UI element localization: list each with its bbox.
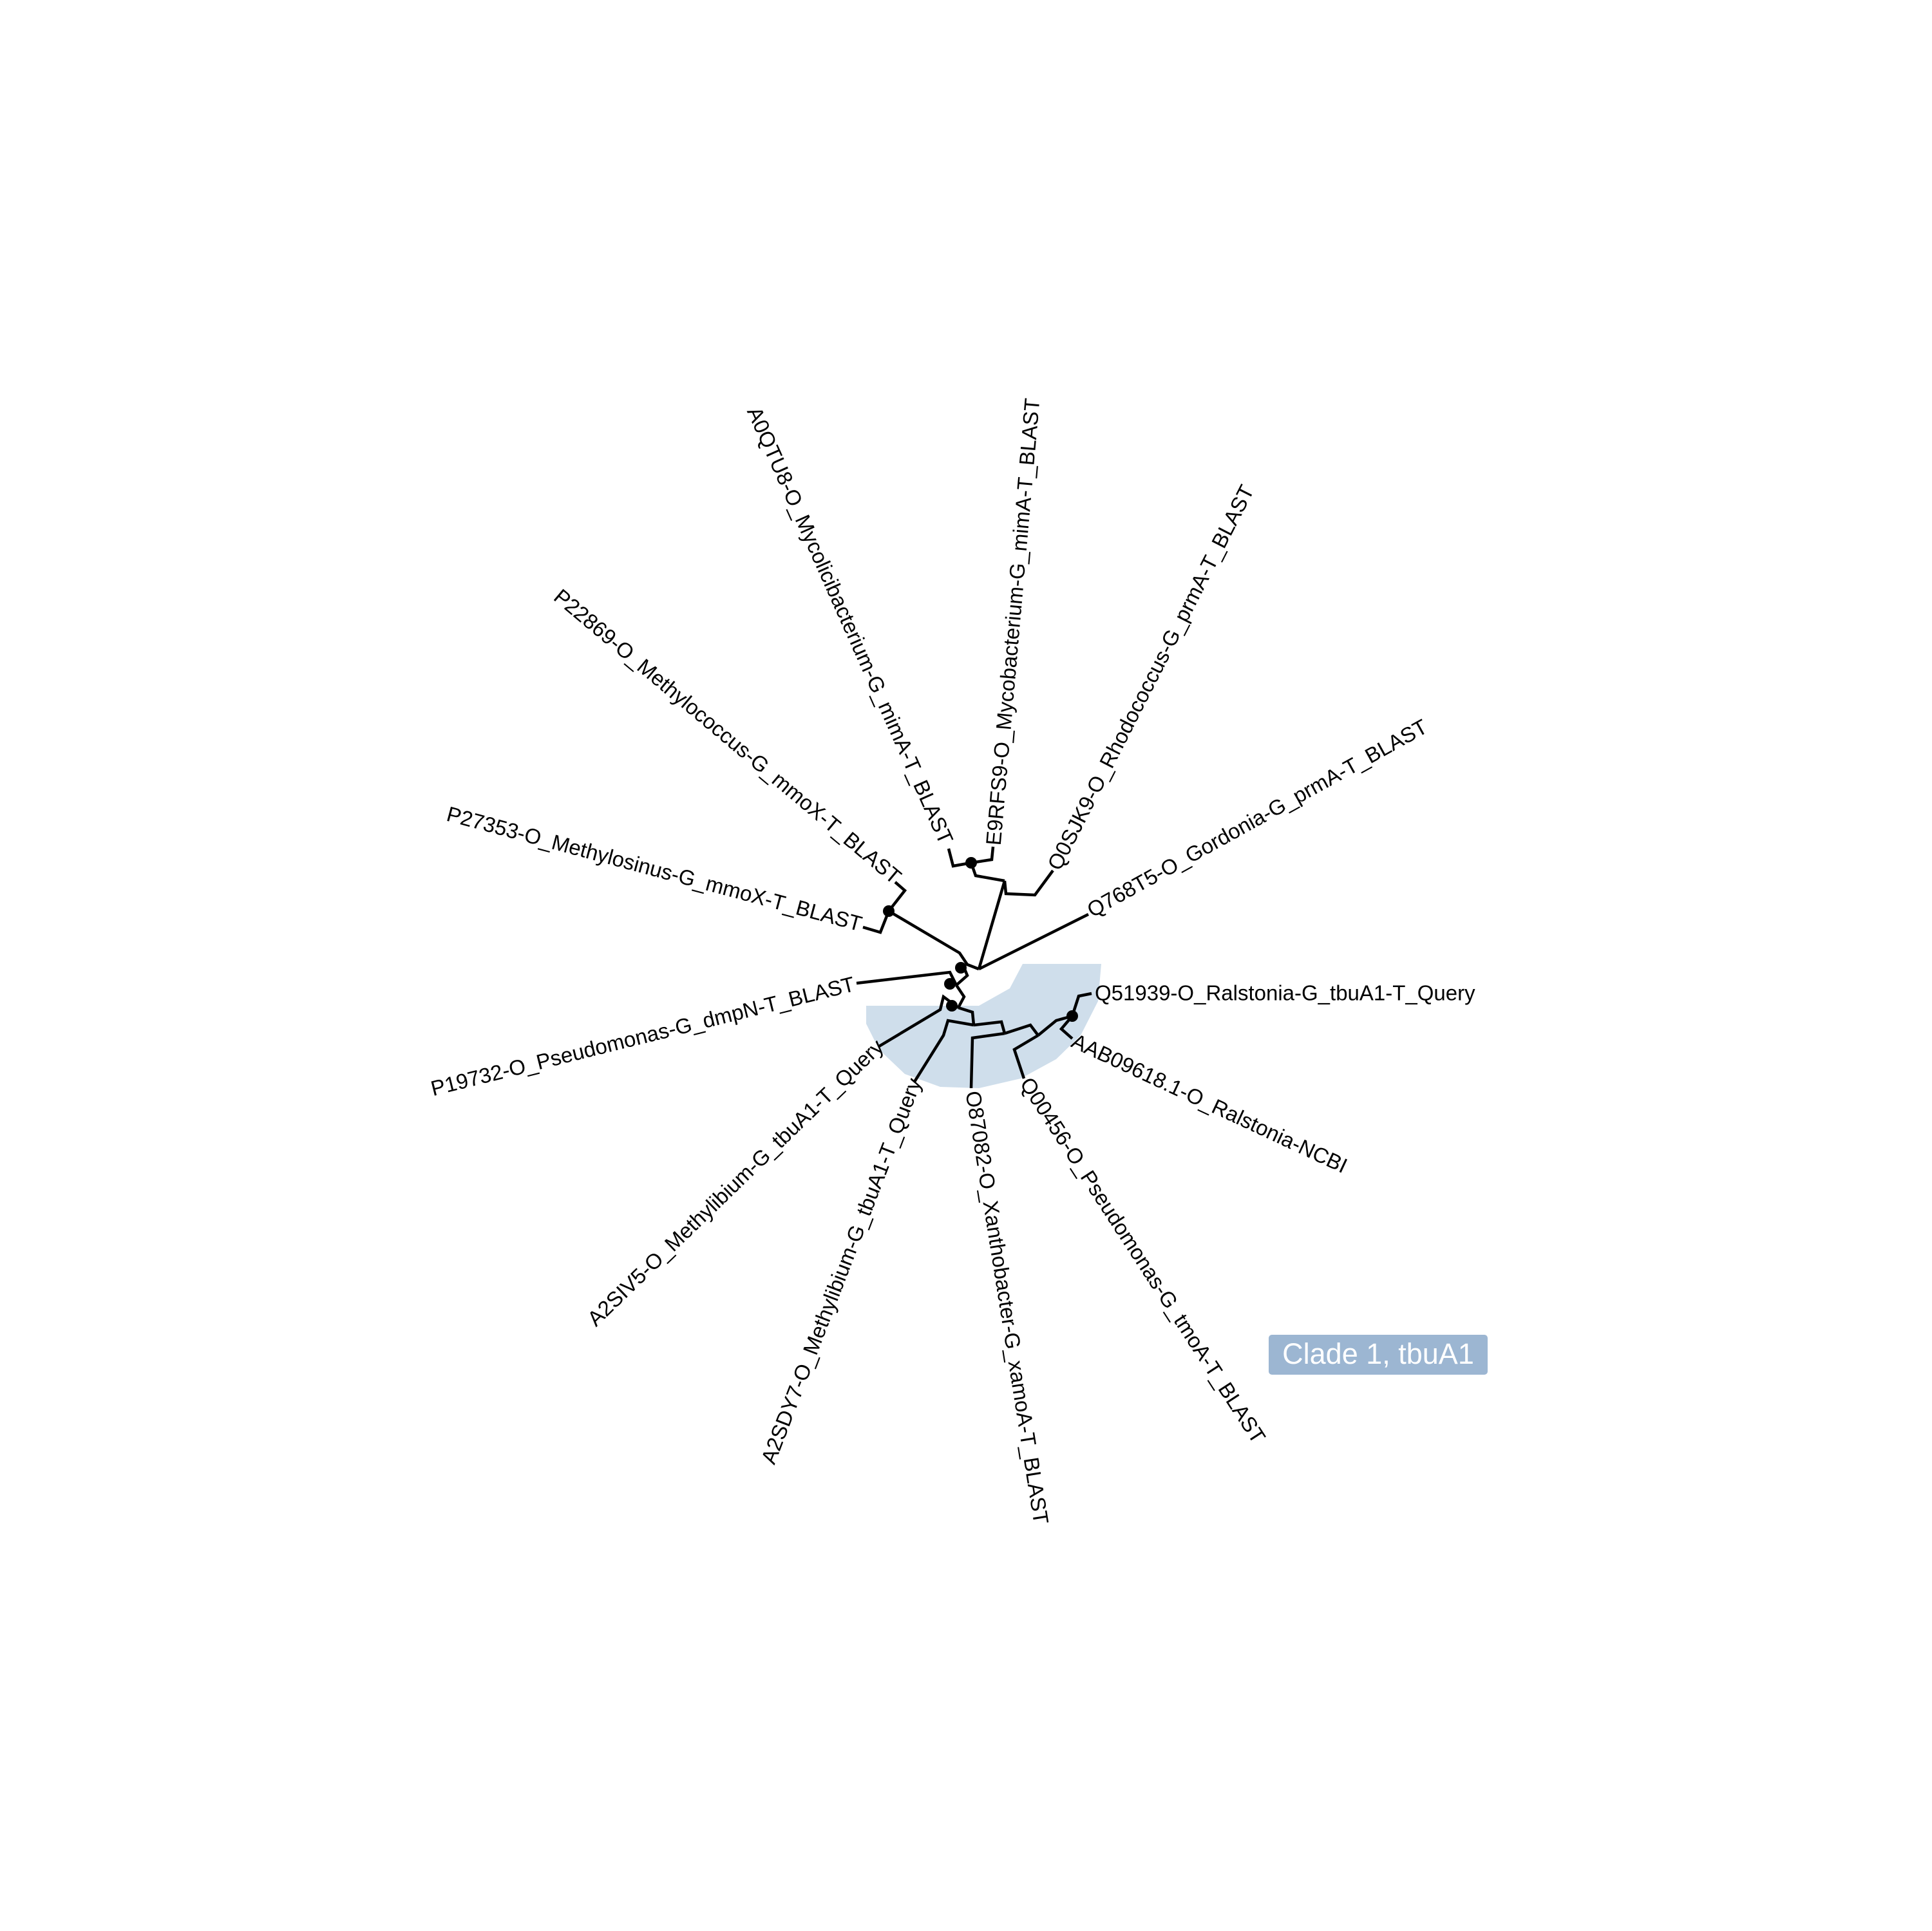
- branch-inner-clade: [958, 1006, 976, 1026]
- tip-label-AAB09618: AAB09618.1-O_Ralstonia-NCBI: [1068, 1029, 1351, 1178]
- node-clade: [946, 1000, 958, 1012]
- branch-mmoX-stem: [887, 910, 980, 971]
- branch-A2SDY7: [913, 1019, 974, 1083]
- tip-label-Q0SJK9: Q0SJK9-O_Rhodococcus-G_prmA-T_BLAST: [1043, 481, 1258, 874]
- clade-label-box: [1269, 1335, 1488, 1375]
- branch-P19732: [856, 970, 958, 986]
- node-ralstonia: [1066, 1010, 1078, 1022]
- node-root: [955, 962, 967, 974]
- branch-Q51939: [1070, 992, 1092, 1017]
- tip-label-E9RFS9: E9RFS9-O_Mycobacterium-G_mimA-T_BLAST: [981, 397, 1045, 846]
- branch-actinobacteria-stem: [977, 880, 1007, 970]
- clade-highlight: [866, 964, 1101, 1088]
- branch-Q0SJK9: [1003, 869, 1054, 897]
- branch-P27353: [862, 910, 891, 934]
- node-mimA: [965, 857, 977, 869]
- branch-inner-2: [973, 1020, 1007, 1034]
- branch-inner-3: [1004, 1023, 1039, 1037]
- tree-nodes: [883, 857, 1078, 1022]
- tree-branches: [856, 846, 1092, 1089]
- clade-label-text: Clade 1, tbuA1: [1282, 1337, 1474, 1370]
- branch-O87082: [969, 1031, 1005, 1089]
- branch-A0QTU8: [947, 848, 972, 868]
- branch-Q768T5: [978, 912, 1090, 971]
- node-mmoX: [883, 905, 895, 917]
- branch-E9RFS9: [971, 846, 995, 865]
- clade-label: Clade 1, tbuA1: [1269, 1335, 1488, 1375]
- tip-label-P19732: P19732-O_Pseudomonas-G_dmpN-T_BLAST: [428, 972, 857, 1100]
- branch-clade-stem: [955, 984, 966, 1009]
- tip-label-O87082: O87082-O_Xanthobacter-G_xamoA-T_BLAST: [961, 1089, 1053, 1526]
- branch-Q00456: [1012, 1034, 1039, 1079]
- node-dmpN: [944, 978, 956, 990]
- tip-label-Q768T5: Q768T5-O_Gordonia-G_prmA-T_BLAST: [1083, 715, 1432, 922]
- branch-P22869: [887, 881, 907, 912]
- tip-label-Q51939: Q51939-O_Ralstonia-G_tbuA1-T_Query: [1095, 981, 1475, 1005]
- tip-label-P27353: P27353-O_Methylosinus-G_mmoX-T_BLAST: [444, 802, 865, 936]
- tip-label-Q00456: Q00456-O_Pseudomonas-G_tmoA-T_BLAST: [1016, 1073, 1271, 1447]
